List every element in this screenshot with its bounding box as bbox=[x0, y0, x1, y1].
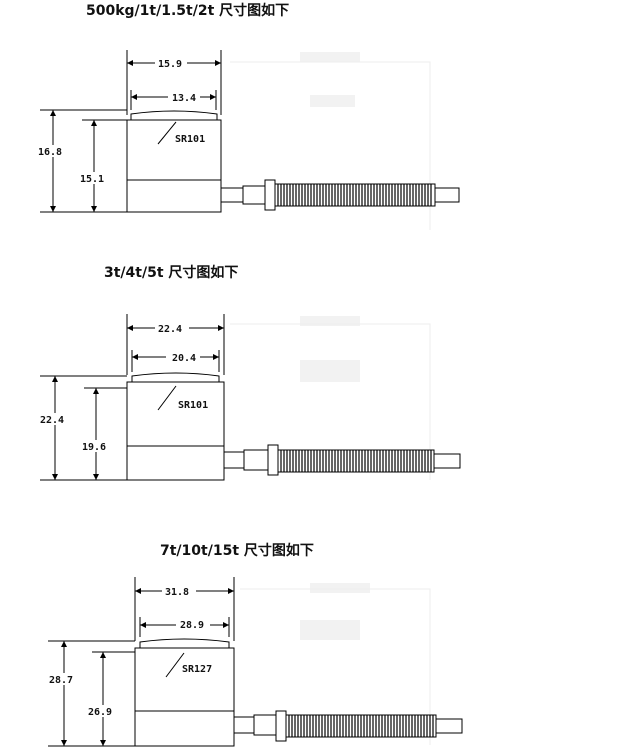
dim-outer-width: 31.8 bbox=[165, 587, 189, 598]
dim-total-height: 16.8 bbox=[38, 147, 62, 158]
dim-outer-width: 15.9 bbox=[158, 59, 182, 70]
section-title-2: 3t/4t/5t 尺寸图如下 bbox=[104, 265, 239, 281]
load-cell-drawing-2: 22.4 20.4 SR101 22.4 19.6 bbox=[38, 314, 461, 481]
dim-total-height: 28.7 bbox=[49, 675, 73, 686]
load-cell-drawing-1: 15.9 13.4 SR101 16.8 15.1 bbox=[36, 50, 460, 230]
sphere-radius-label: SR101 bbox=[175, 134, 205, 145]
dim-inner-width: 13.4 bbox=[172, 93, 196, 104]
dim-inner-width: 20.4 bbox=[172, 353, 196, 364]
dim-total-height: 22.4 bbox=[40, 415, 64, 426]
dim-body-height: 15.1 bbox=[80, 174, 104, 185]
dim-inner-width: 28.9 bbox=[180, 620, 204, 631]
section-title-1: 500kg/1t/1.5t/2t 尺寸图如下 bbox=[86, 3, 290, 19]
sphere-radius-label: SR127 bbox=[182, 664, 212, 675]
load-cell-drawing-3: 31.8 28.9 SR127 28.7 26.9 bbox=[47, 577, 463, 747]
dim-body-height: 26.9 bbox=[88, 707, 112, 718]
sphere-radius-label: SR101 bbox=[178, 400, 208, 411]
dim-body-height: 19.6 bbox=[82, 442, 106, 453]
dim-outer-width: 22.4 bbox=[158, 324, 182, 335]
section-title-3: 7t/10t/15t 尺寸图如下 bbox=[160, 543, 314, 559]
